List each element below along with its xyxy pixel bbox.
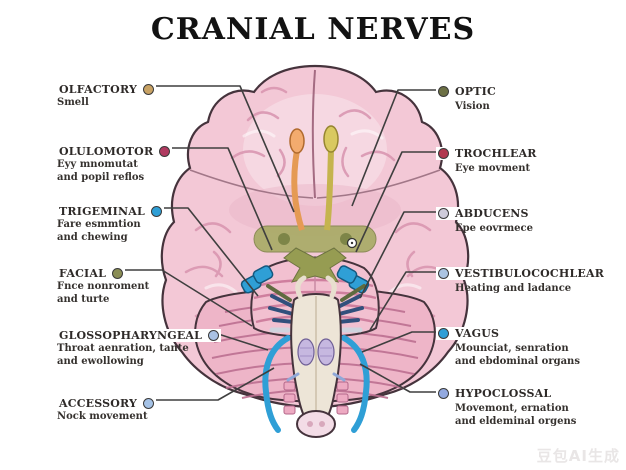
nerve-name: ABDUCENS <box>455 207 529 220</box>
trigeminal-nerve-left <box>240 265 274 294</box>
nerve-function: Smell <box>57 97 89 108</box>
nerve-name: VESTIBULOCOCHLEAR <box>455 267 605 280</box>
nerve-name: TRIGEMINAL <box>59 205 145 218</box>
label-optic: OPTIC Vision <box>436 82 498 114</box>
nerve-function: Vision <box>455 101 490 112</box>
nerve-name: OPTIC <box>455 85 496 98</box>
vagus-nerve-left <box>262 335 291 433</box>
nerve-function: and turte <box>57 293 110 305</box>
olfactory-tract-right <box>324 149 334 231</box>
label-oculomotor: OLULOMOTOR Eyy mnomutat and popil reflos <box>57 140 173 184</box>
olive-right <box>317 338 335 366</box>
nerve-function: Eyy mnomutat <box>57 159 138 170</box>
label-olfactory: OLFACTORY Smell <box>57 78 156 110</box>
label-vagus: VAGUS Mounciat, senration and ebdominal … <box>436 324 580 368</box>
label-trigeminal: TRIGEMINAL Fare esmmtion and chewing <box>57 200 164 244</box>
label-trochlear: TROCHLEAR Eye movment <box>436 144 539 176</box>
spinal-cord <box>296 410 336 438</box>
facial-dot-icon <box>112 268 124 279</box>
nerve-function: Eye movment <box>455 163 531 174</box>
nerve-name: TROCHLEAR <box>455 147 537 160</box>
olfactory-tract-left <box>291 149 305 231</box>
nerve-function: and ewollowing <box>57 355 144 367</box>
oculomotor-dot-icon <box>159 146 171 157</box>
vagus-nerve-right <box>341 335 370 433</box>
medulla <box>262 275 370 438</box>
nerve-function: Mounciat, senration <box>455 343 569 354</box>
label-facial: FACIAL Fnce nonroment and turte <box>57 262 149 306</box>
trochlear-dot-icon <box>438 148 449 159</box>
vagus-dot-icon <box>438 328 449 339</box>
trigeminal-dot-icon <box>150 206 162 217</box>
nerve-function: Epe eovrmece <box>455 223 533 234</box>
olfactory-bulbs <box>289 125 339 231</box>
nerve-function: Throat aenration, tante <box>57 343 189 354</box>
nerve-name: ACCESSORY <box>59 397 138 410</box>
olfactory-bulb-left <box>289 128 305 154</box>
olfactory-dot-icon <box>143 84 154 95</box>
glossopharyngeal-dot-icon <box>208 330 220 341</box>
nerve-function: and chewing <box>57 231 128 243</box>
abducens-dot-icon <box>438 208 449 219</box>
page-title: CRANIAL NERVES <box>150 12 476 47</box>
optic-chiasm <box>253 225 377 283</box>
nerve-function: Fare esmmtion <box>57 219 141 230</box>
nerve-function: and eldeminal orgens <box>455 415 577 427</box>
nerve-function: Movemont, ernation <box>455 403 569 414</box>
nerve-function: Heating and ladance <box>455 283 572 294</box>
ai-watermark: 豆包AI生成 <box>536 447 620 465</box>
nerve-name: VAGUS <box>455 327 500 340</box>
label-vestibulocochlear: VESTIBULOCOCHLEAR Heating and ladance <box>436 264 607 296</box>
label-abducens: ABDUCENS Epe eovrmece <box>436 204 533 236</box>
nerve-name: FACIAL <box>59 267 107 280</box>
small-circle-marker <box>346 237 358 249</box>
nerve-name: OLFACTORY <box>59 83 137 96</box>
accessory-dot-icon <box>143 398 155 409</box>
label-glossopharyngeal: GLOSSOPHARYNGEAL Throat aenration, tante… <box>57 324 222 368</box>
nerve-name: OLULOMOTOR <box>59 145 154 158</box>
nerve-name: GLOSSOPHARYNGEAL <box>59 329 203 342</box>
olive-left <box>297 338 315 366</box>
longitudinal-fissure <box>311 69 316 199</box>
olfactory-bulb-right <box>323 125 339 153</box>
nerve-function: Fnce nonroment <box>57 281 150 292</box>
vestibulocochlear-dot-icon <box>438 268 449 279</box>
label-hypoglossal: HYPOCLOSSAL Movemont, ernation and eldem… <box>436 384 576 428</box>
optic-dot-icon <box>438 86 449 97</box>
nerve-function: and popil reflos <box>57 171 145 183</box>
nerve-function: Nock movement <box>57 411 148 422</box>
label-accessory: ACCESSORY Nock movement <box>57 392 157 424</box>
hypoglossal-dot-icon <box>438 388 449 399</box>
nerve-name: HYPOCLOSSAL <box>455 387 552 400</box>
nerve-function: and ebdominal organs <box>455 355 580 367</box>
